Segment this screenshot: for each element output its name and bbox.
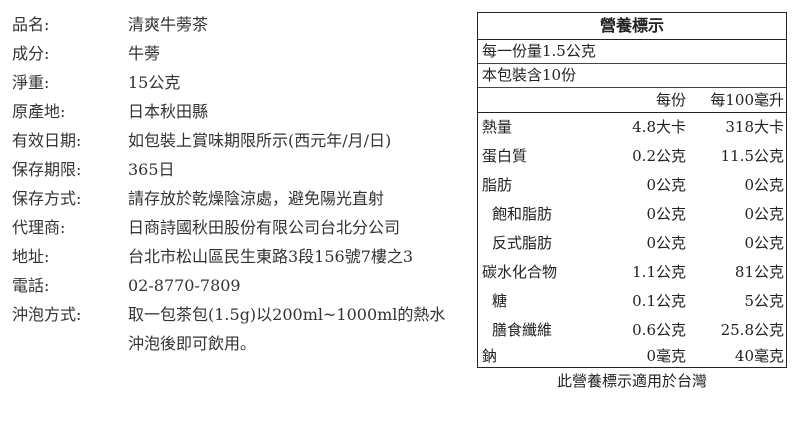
info-value: 如包裝上賞味期限所示(西元年/月/日) [128, 131, 392, 150]
nutrition-row-trans-fat: 反式脂肪 0公克 0公克 [478, 229, 786, 258]
info-value: 日商詩國秋田股份有限公司台北分公司 [128, 218, 401, 237]
nutrition-footnote: 此營養標示適用於台灣 [556, 372, 707, 390]
nutrition-table: 營養標示 每一份量1.5公克 本包裝含10份 每份 每100毫升 熱量 4.8大… [477, 12, 787, 368]
nutrient-name: 反式脂肪 [492, 234, 553, 252]
nutrient-per-serving: 0毫克 [646, 347, 686, 365]
nutrition-row-energy: 熱量 4.8大卡 318大卡 [478, 113, 786, 142]
nutrient-per-100: 25.8公克 [720, 321, 784, 339]
nutrition-row-carbohydrate: 碳水化合物 1.1公克 81公克 [478, 258, 786, 287]
nutrition-row-sugar: 糖 0.1公克 5公克 [478, 287, 786, 316]
nutrient-per-serving: 0公克 [646, 176, 686, 194]
nutrient-per-serving: 0.1公克 [632, 292, 686, 310]
nutrient-per-serving: 0公克 [646, 234, 686, 252]
nutrient-name: 蛋白質 [482, 147, 528, 165]
nutrient-per-serving: 1.1公克 [632, 263, 686, 281]
info-value: 日本秋田縣 [128, 102, 209, 121]
nutrition-row-saturated-fat: 飽和脂肪 0公克 0公克 [478, 200, 786, 229]
nutrient-name: 碳水化合物 [482, 263, 558, 281]
info-label: 成分: [12, 44, 50, 63]
nutrient-per-100: 0公克 [744, 234, 784, 252]
info-label: 原產地: [12, 102, 66, 121]
info-value: 牛蒡 [128, 44, 161, 63]
nutrient-per-100: 318大卡 [725, 118, 784, 136]
nutrient-name: 糖 [492, 292, 508, 310]
nutrition-row-sodium: 鈉 0毫克 40毫克 [478, 345, 786, 367]
info-row-origin: 原產地: 日本秋田縣 [12, 97, 462, 126]
info-label: 有效日期: [12, 131, 82, 150]
info-value: 台北市松山區民生東路3段156號7樓之3 [128, 247, 414, 266]
nutrition-row-dietary-fiber: 膳食纖維 0.6公克 25.8公克 [478, 316, 786, 345]
info-row-net-weight: 淨重: 15公克 [12, 68, 462, 97]
info-row-agent: 代理商: 日商詩國秋田股份有限公司台北分公司 [12, 213, 462, 242]
info-row-expiry-date: 有效日期: 如包裝上賞味期限所示(西元年/月/日) [12, 126, 462, 155]
info-value: 365日 [128, 160, 175, 179]
nutrition-row-protein: 蛋白質 0.2公克 11.5公克 [478, 142, 786, 171]
nutrient-per-serving: 0.2公克 [632, 147, 686, 165]
serving-size: 每一份量1.5公克 [478, 40, 786, 64]
nutrient-per-serving: 0.6公克 [632, 321, 686, 339]
info-row-address: 地址: 台北市松山區民生東路3段156號7樓之3 [12, 242, 462, 271]
info-label: 淨重: [12, 73, 50, 92]
info-label: 品名: [12, 15, 50, 34]
info-value: 02-8770-7809 [128, 276, 241, 295]
info-row-storage: 保存方式: 請存放於乾燥陰涼處，避免陽光直射 [12, 184, 462, 213]
header-per-100: 每100毫升 [710, 91, 784, 109]
info-label: 地址: [12, 247, 50, 266]
header-per-serving: 每份 [655, 91, 686, 109]
info-value: 15公克 [128, 73, 181, 92]
nutrient-per-100: 0公克 [744, 205, 784, 223]
info-row-product-name: 品名: 清爽牛蒡茶 [12, 10, 462, 39]
info-label: 保存方式: [12, 189, 82, 208]
info-value: 請存放於乾燥陰涼處，避免陽光直射 [128, 189, 385, 208]
nutrition-header-row: 每份 每100毫升 [478, 88, 786, 113]
info-value: 清爽牛蒡茶 [128, 15, 209, 34]
nutrient-per-100: 81公克 [734, 263, 784, 281]
nutrition-title: 營養標示 [478, 13, 786, 40]
nutrient-name: 飽和脂肪 [492, 205, 553, 223]
product-info: 品名: 清爽牛蒡茶 成分: 牛蒡 淨重: 15公克 原產地: 日本秋田縣 有效日… [12, 10, 462, 358]
nutrient-per-serving: 0公克 [646, 205, 686, 223]
info-value: 取一包茶包(1.5g)以200ml~1000ml的熱水 [128, 305, 446, 324]
info-label: 代理商: [12, 218, 66, 237]
info-row-shelf-life: 保存期限: 365日 [12, 155, 462, 184]
nutrient-name: 熱量 [482, 118, 513, 136]
info-label: 沖泡方式: [12, 305, 82, 324]
info-row-ingredients: 成分: 牛蒡 [12, 39, 462, 68]
brewing-continued: 沖泡後即可飲用。 [128, 334, 257, 353]
info-label: 保存期限: [12, 160, 82, 179]
nutrient-name: 鈉 [482, 347, 498, 365]
info-row-brewing: 沖泡方式: 取一包茶包(1.5g)以200ml~1000ml的熱水 [12, 300, 462, 329]
servings-per-package: 本包裝含10份 [478, 64, 786, 88]
nutrient-name: 膳食纖維 [492, 321, 553, 339]
nutrition-row-fat: 脂肪 0公克 0公克 [478, 171, 786, 200]
info-label: 電話: [12, 276, 50, 295]
nutrient-per-100: 0公克 [744, 176, 784, 194]
nutrient-per-100: 5公克 [744, 292, 784, 310]
nutrient-per-serving: 4.8大卡 [632, 118, 686, 136]
nutrient-name: 脂肪 [482, 176, 513, 194]
nutrient-per-100: 40毫克 [734, 347, 784, 365]
nutrient-per-100: 11.5公克 [720, 147, 784, 165]
info-row-phone: 電話: 02-8770-7809 [12, 271, 462, 300]
header-blank [478, 88, 604, 112]
